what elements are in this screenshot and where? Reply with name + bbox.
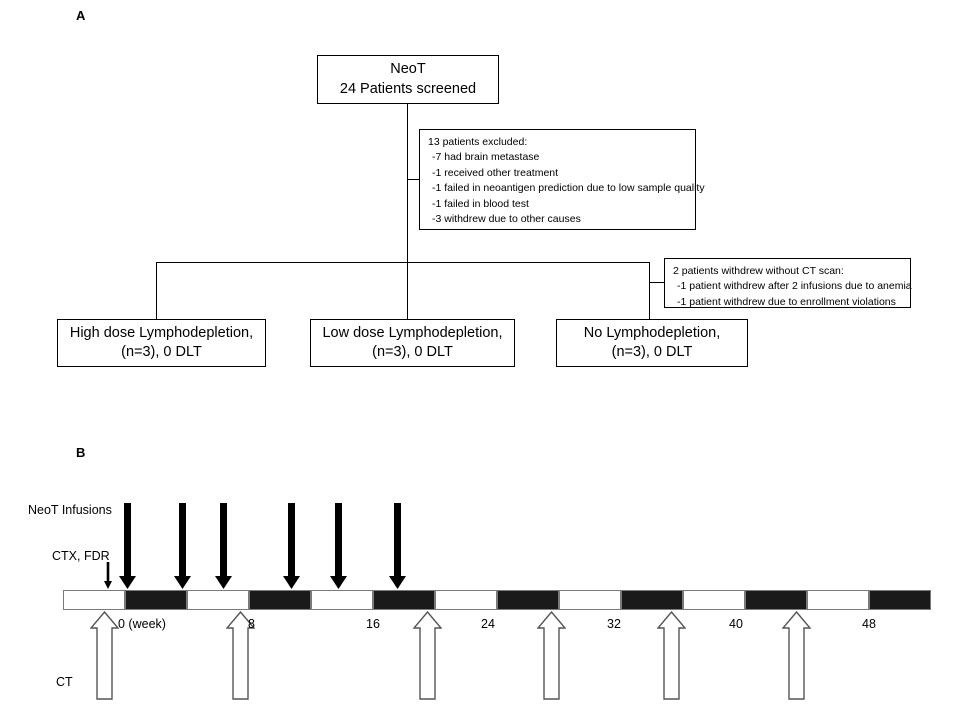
neot-infusion-arrow-icon (282, 503, 300, 594)
connector-drop-arm-1 (156, 262, 158, 319)
exclusion-line-3: -1 failed in neoantigen prediction due t… (432, 182, 705, 195)
screened-line-1: NeoT (390, 61, 426, 78)
withdrawal-line-1: -1 patient withdrew after 2 infusions du… (677, 280, 912, 293)
timeline-segment (621, 590, 683, 610)
connector-stub-exclusion (407, 179, 420, 181)
withdrawal-line-2: -1 patient withdrew due to enrollment vi… (677, 295, 896, 308)
timeline-tick-label: 0 (week) (118, 617, 166, 631)
timeline-label-ct: CT (56, 675, 73, 689)
ctx-fdr-arrow-icon (104, 562, 112, 594)
arm-high-dose-line-2: (n=3), 0 DLT (121, 344, 202, 360)
ct-scan-arrow-icon (780, 610, 812, 705)
timeline-segment (683, 590, 745, 610)
timeline-segment (249, 590, 311, 610)
timeline-tick-label: 40 (729, 617, 743, 631)
timeline-tick-label: 24 (481, 617, 495, 631)
neot-infusion-arrow-icon (329, 503, 347, 594)
connector-split-bar (156, 262, 650, 264)
note-box-withdrawals: 2 patients withdrew without CT scan: -1 … (664, 258, 912, 308)
timeline-tick-label: 16 (366, 617, 380, 631)
timeline-segment (435, 590, 497, 610)
timeline-label-neot-infusions: NeoT Infusions (28, 503, 112, 517)
flow-box-screened: NeoT 24 Patients screened (317, 55, 499, 104)
connector-drop-arm-2 (407, 262, 409, 319)
timeline-segment (807, 590, 869, 610)
ct-scan-arrow-icon (224, 610, 256, 705)
neot-infusion-arrow-icon (388, 503, 406, 594)
timeline-tick-label: 48 (862, 617, 876, 631)
ct-scan-arrow-icon (655, 610, 687, 705)
ct-scan-arrow-icon (411, 610, 443, 705)
timeline-segment (187, 590, 249, 610)
connector-stub-withdrawal (649, 282, 665, 284)
timeline-segment (497, 590, 559, 610)
arm-low-dose-line-2: (n=3), 0 DLT (372, 344, 453, 360)
timeline-segment (559, 590, 621, 610)
flow-box-arm-high-dose: High dose Lymphodepletion, (n=3), 0 DLT (57, 319, 266, 367)
timeline-tick-label: 32 (607, 617, 621, 631)
timeline-label-ctx-fdr: CTX, FDR (52, 549, 110, 563)
arm-no-depletion-line-2: (n=3), 0 DLT (611, 344, 693, 360)
ct-scan-arrow-icon (88, 610, 120, 705)
exclusion-line-4: -1 failed in blood test (432, 197, 529, 210)
screened-line-2: 24 Patients screened (339, 80, 477, 97)
withdrawal-line-0: 2 patients withdrew without CT scan: (673, 265, 844, 277)
timeline-segment (373, 590, 435, 610)
arm-high-dose-line-1: High dose Lymphodepletion, (69, 324, 254, 341)
arm-no-depletion-line-1: No Lymphodepletion, (583, 324, 721, 341)
flow-box-arm-no-depletion: No Lymphodepletion, (n=3), 0 DLT (556, 319, 748, 367)
timeline-segment (311, 590, 373, 610)
arm-low-dose-line-1: Low dose Lymphodepletion, (322, 324, 503, 341)
exclusion-line-5: -3 withdrew due to other causes (432, 213, 581, 226)
neot-infusion-arrow-icon (173, 503, 191, 594)
exclusion-line-2: -1 received other treatment (432, 166, 559, 179)
note-box-exclusions: 13 patients excluded: -7 had brain metas… (419, 129, 705, 230)
timeline-segment (745, 590, 807, 610)
timeline-segment (869, 590, 931, 610)
panel-label-b: B (76, 445, 86, 460)
timeline-segment (63, 590, 125, 610)
panel-label-a: A (76, 8, 86, 23)
connector-trunk-main (407, 104, 409, 263)
ct-scan-arrow-icon (535, 610, 567, 705)
exclusion-line-1: -7 had brain metastase (432, 151, 540, 164)
flow-box-arm-low-dose: Low dose Lymphodepletion, (n=3), 0 DLT (310, 319, 515, 367)
timeline-tick-label: 8 (248, 617, 255, 631)
neot-infusion-arrow-icon (118, 503, 136, 594)
timeline-segment (125, 590, 187, 610)
neot-infusion-arrow-icon (214, 503, 232, 594)
exclusion-line-0: 13 patients excluded: (428, 136, 528, 148)
connector-drop-arm-3 (649, 262, 651, 319)
